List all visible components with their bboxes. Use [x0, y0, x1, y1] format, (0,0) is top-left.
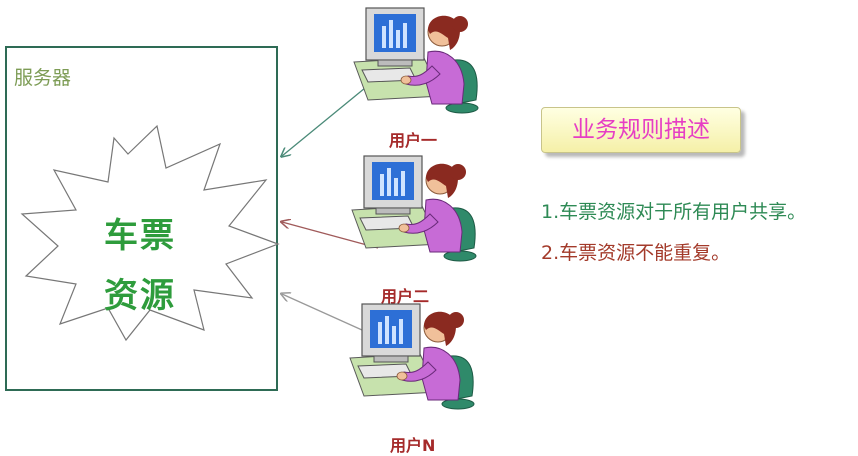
- user-label-2: 用户二: [381, 287, 430, 306]
- server-label: 服务器: [14, 67, 72, 89]
- rule-title-box: [541, 107, 741, 153]
- user-at-computer-icon: [351, 155, 477, 262]
- rule-item-2: 2.车票资源不能重复。: [541, 242, 731, 264]
- user-label-n: 用户N: [390, 436, 436, 455]
- rule-title: 业务规则描述: [572, 117, 710, 143]
- user-at-computer-icon: [353, 7, 479, 114]
- user-at-computer-icon: [349, 303, 475, 410]
- user-label-1: 用户一: [389, 131, 438, 150]
- rule-item-1: 1.车票资源对于所有用户共享。: [541, 201, 807, 223]
- starburst-shape: [20, 124, 280, 342]
- ticket-resource-line1: 车票: [104, 216, 176, 256]
- ticket-resource-line2: 资源: [104, 276, 176, 316]
